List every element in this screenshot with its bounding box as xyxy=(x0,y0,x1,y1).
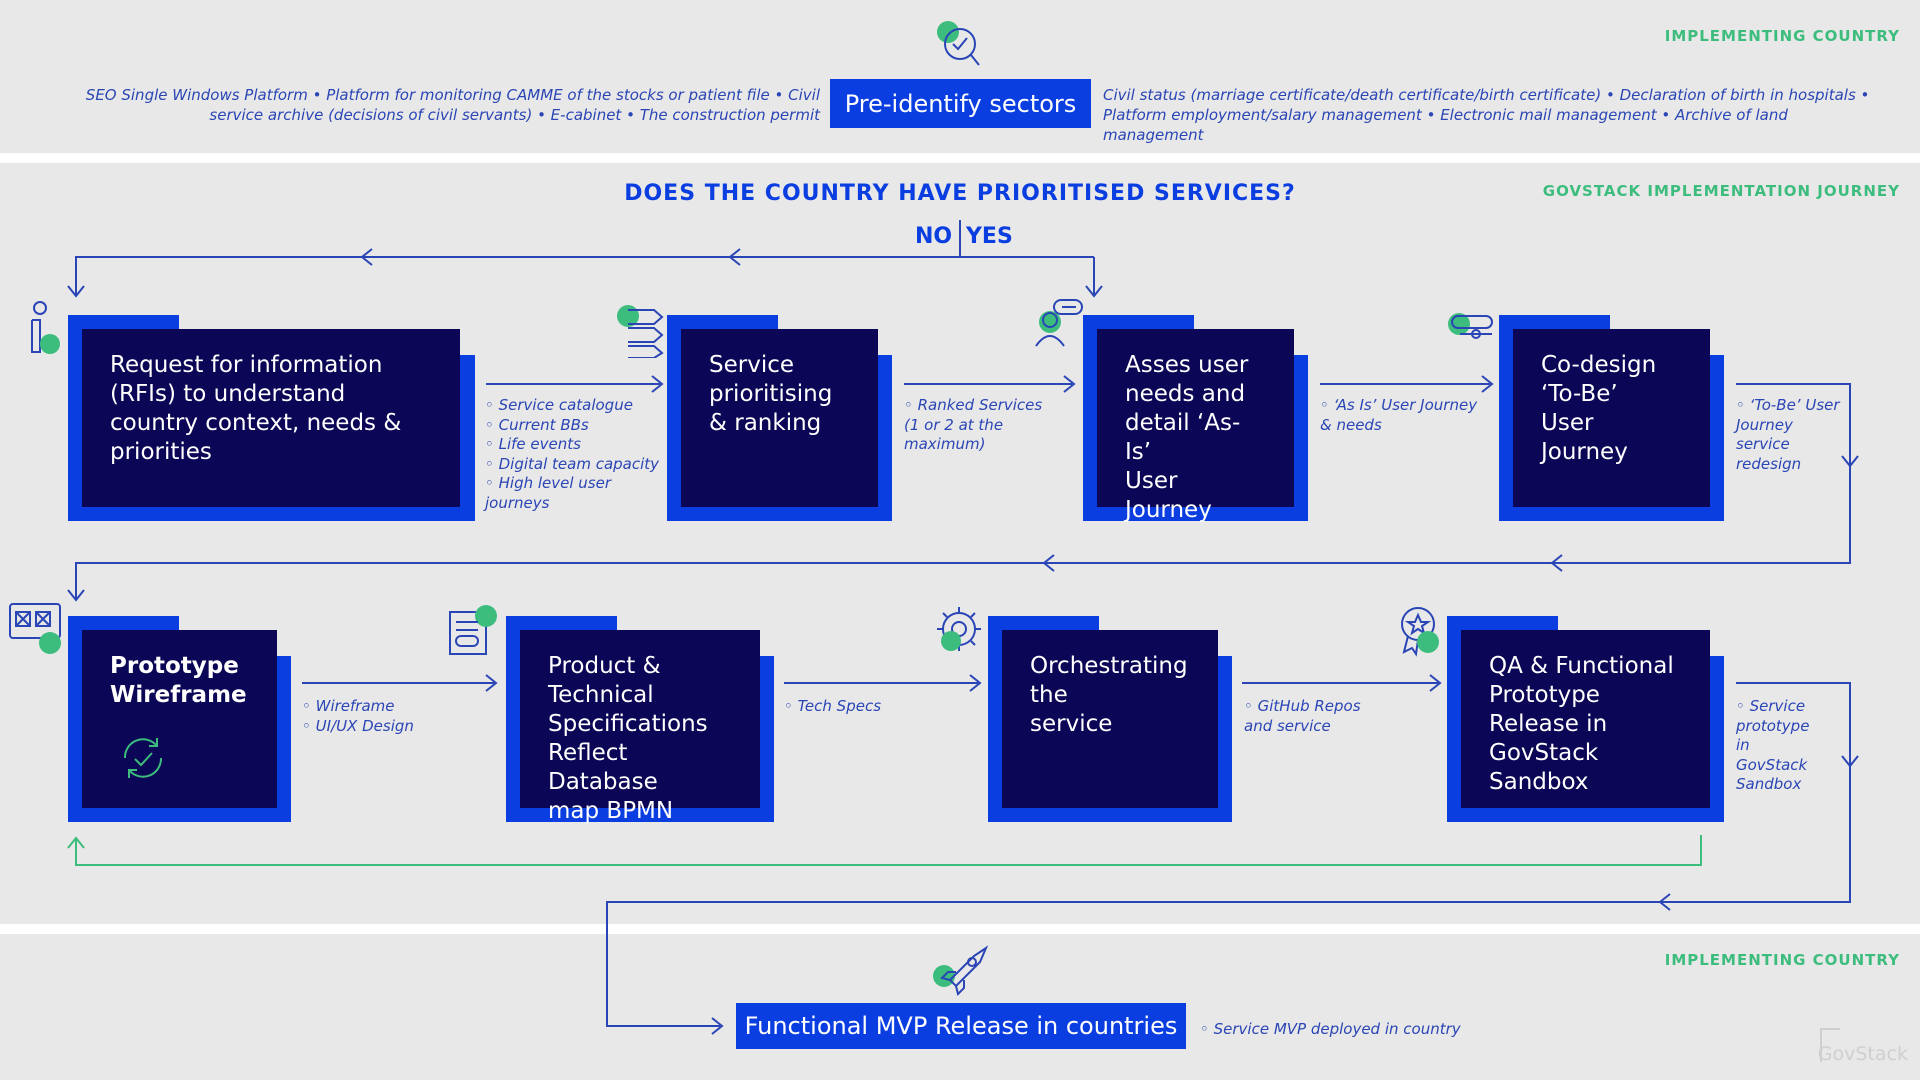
gear-icon xyxy=(934,604,984,658)
step-8-notes: ◦ Service prototype in GovStack Sandbox xyxy=(1736,697,1846,795)
note-item: ◦ Tech Specs xyxy=(784,697,882,715)
wireframe-icon xyxy=(8,600,66,660)
functional-mvp-release-label: Functional MVP Release in countries xyxy=(736,1003,1186,1049)
search-check-icon xyxy=(934,20,986,74)
implementing-country-tag-top: IMPLEMENTING COUNTRY xyxy=(1664,27,1900,45)
step-1-rfi-box: Request for information (RFIs) to unders… xyxy=(82,329,460,507)
step-7-orchestrating-box: Orchestrating the service xyxy=(1002,630,1218,808)
step-3-notes: ◦ ‘As Is’ User Journey & needs xyxy=(1320,396,1490,435)
note-item: ◦ Service catalogue xyxy=(485,396,633,414)
step-2-prioritising-box: Service prioritising & ranking xyxy=(681,329,878,507)
step-6-specifications-box: Product & Technical Specifications Refle… xyxy=(520,630,760,824)
note-item: ◦ Current BBs xyxy=(485,415,589,434)
note-item: ◦ High level user journeys xyxy=(485,474,612,512)
info-person-icon xyxy=(24,298,66,362)
rocket-icon xyxy=(930,944,992,1004)
govstack-logo: GovStack xyxy=(1817,1043,1908,1065)
prioritised-services-question: DOES THE COUNTRY HAVE PRIORITISED SERVIC… xyxy=(624,181,1296,206)
note-item: ◦ Wireframe xyxy=(302,697,395,715)
quality-badge-icon xyxy=(1396,604,1448,662)
user-journey-icon xyxy=(1032,296,1088,358)
step-8-qa-release-box: QA & Functional Prototype Release in Gov… xyxy=(1461,630,1710,808)
sectors-right-list: Civil status (marriage certificate/death… xyxy=(1103,86,1870,144)
step-1-notes: ◦ Service catalogue ◦ Current BBs ◦ Life… xyxy=(485,396,670,513)
note-item: ◦ Life events xyxy=(485,435,581,453)
note-item: ◦ Digital team capacity xyxy=(485,454,660,473)
logo-bracket xyxy=(1820,1028,1840,1062)
note-item: ◦ UI/UX Design xyxy=(302,716,414,735)
document-spec-icon xyxy=(448,604,500,662)
step-6-notes: ◦ Tech Specs xyxy=(784,697,964,717)
refresh-check-icon xyxy=(115,730,171,790)
step-2-notes: ◦ Ranked Services (1 or 2 at the maximum… xyxy=(904,396,1074,455)
step-3-user-needs-box: Asses user needs and detail ‘As-Is’ User… xyxy=(1097,329,1294,523)
mvp-note: ◦ Service MVP deployed in country xyxy=(1200,1020,1461,1038)
govstack-journey-tag: GOVSTACK IMPLEMENTATION JOURNEY xyxy=(1542,182,1900,200)
no-label: NO xyxy=(915,224,953,249)
ranking-tags-icon xyxy=(614,300,670,362)
step-4-codesign-box: Co-design ‘To-Be’ User Journey xyxy=(1513,329,1710,507)
note-item: ◦ GitHub Repos and service xyxy=(1244,697,1361,735)
step-5-wireframe-box: Prototype Wireframe xyxy=(82,630,277,808)
note-item: ◦ Service prototype in GovStack Sandbox xyxy=(1736,697,1810,793)
step-4-notes: ◦ ‘To-Be’ User Journey service redesign xyxy=(1736,396,1846,474)
note-item: ◦ Ranked Services (1 or 2 at the maximum… xyxy=(904,396,1043,453)
step-5-notes: ◦ Wireframe ◦ UI/UX Design xyxy=(302,697,482,736)
pre-identify-sectors-label: Pre-identify sectors xyxy=(830,79,1091,128)
yes-label: YES xyxy=(966,224,1013,249)
design-tools-icon xyxy=(1446,306,1502,350)
note-item: ◦ ‘As Is’ User Journey & needs xyxy=(1320,396,1478,434)
note-item: ◦ ‘To-Be’ User Journey service redesign xyxy=(1736,396,1840,473)
step-7-notes: ◦ GitHub Repos and service xyxy=(1244,697,1424,736)
implementing-country-tag-bottom: IMPLEMENTING COUNTRY xyxy=(1664,951,1900,969)
sectors-left-list: SEO Single Windows Platform • Platform f… xyxy=(85,86,820,124)
